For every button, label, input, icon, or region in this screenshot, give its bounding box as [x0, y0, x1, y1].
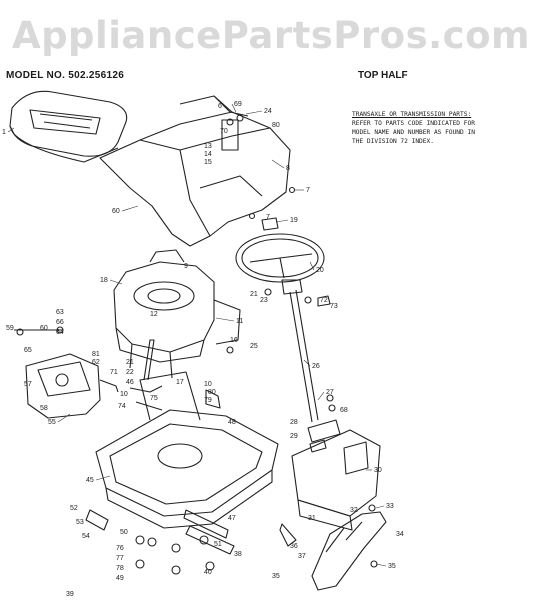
- callout: 16: [230, 337, 238, 344]
- callout: 6: [218, 103, 222, 110]
- model-number: MODEL NO. 502.256126: [6, 70, 125, 81]
- frame-part: [95, 371, 279, 529]
- fender-part: [99, 95, 291, 247]
- callout: 80: [272, 122, 280, 129]
- callout: 73: [330, 303, 338, 310]
- callout: 8: [286, 165, 290, 172]
- callout: 36: [290, 543, 298, 550]
- callout: 14: [204, 151, 212, 158]
- callout: 9: [184, 263, 188, 270]
- callout: 60: [112, 208, 120, 215]
- callout: 15: [204, 159, 212, 166]
- callout: 51: [214, 541, 222, 548]
- note-line: TRANSAXLE OR TRANSMISSION PARTS:: [352, 111, 472, 118]
- callout: 50: [120, 529, 128, 536]
- callout: 68: [340, 407, 348, 414]
- callout: 22: [126, 369, 134, 376]
- callout: 28: [290, 419, 298, 426]
- callout: 26: [312, 363, 320, 370]
- callout: 11: [236, 318, 243, 325]
- callout: 81: [92, 351, 100, 358]
- callout: 10: [204, 381, 212, 388]
- transaxle-note: TRANSAXLE OR TRANSMISSION PARTS: REFER T…: [352, 110, 542, 146]
- callout: 7: [306, 187, 310, 194]
- callout: 59: [6, 325, 14, 332]
- callout: 13: [204, 143, 212, 150]
- note-line: MODEL NAME AND NUMBER AS FOUND IN: [352, 129, 475, 136]
- callout: 34: [396, 531, 404, 538]
- callout: 76: [116, 545, 124, 552]
- callout: 23: [260, 297, 268, 304]
- leader-lines: [7, 103, 387, 567]
- callout: 40: [204, 569, 212, 576]
- callout-labels: 1 6 69 24 70 80 13 14 15 8 7 7 19 60 20 …: [2, 101, 404, 598]
- callout: 19: [290, 217, 298, 224]
- hardware-parts: [14, 114, 378, 575]
- console-part: [291, 419, 381, 531]
- callout: 78: [116, 565, 124, 572]
- callout: 54: [82, 533, 90, 540]
- callout: 32: [350, 507, 358, 514]
- callout: 66: [56, 319, 64, 326]
- callout: 7: [266, 214, 270, 221]
- callout: 57: [24, 381, 32, 388]
- callout: 48: [228, 419, 236, 426]
- seat-part: [9, 90, 128, 163]
- callout: 64: [56, 329, 64, 336]
- callout: 53: [76, 519, 84, 526]
- callout: 47: [228, 515, 236, 522]
- callout: 20: [316, 267, 324, 274]
- callout: 25: [250, 343, 258, 350]
- callout: 12: [150, 311, 158, 318]
- callout: 39: [66, 591, 74, 598]
- callout: 75: [150, 395, 158, 402]
- callout: 49: [116, 575, 124, 582]
- callout: 38: [234, 551, 242, 558]
- section-title: TOP HALF: [358, 70, 408, 81]
- callout: 37: [298, 553, 306, 560]
- callout: 63: [56, 309, 64, 316]
- callout: 31: [308, 515, 316, 522]
- callout: 24: [264, 108, 272, 115]
- callout: 72: [320, 297, 328, 304]
- steering-wheel-part: [235, 217, 325, 283]
- callout: 58: [40, 405, 48, 412]
- callout: 27: [326, 389, 334, 396]
- note-line: REFER TO PARTS CODE INDICATED FOR: [352, 120, 475, 127]
- callout: 62: [92, 359, 100, 366]
- callout: 18: [100, 277, 108, 284]
- callout: 69: [234, 101, 242, 108]
- engine-part: [113, 249, 241, 379]
- control-box-part: [25, 353, 101, 419]
- callout: 46: [126, 379, 134, 386]
- callout: 80: [208, 389, 216, 396]
- callout: 1: [2, 129, 6, 136]
- callout: 77: [116, 555, 124, 562]
- callout: 35: [272, 573, 280, 580]
- note-line: THE DIVISION 72 INDEX.: [352, 138, 434, 145]
- callout: 33: [386, 503, 394, 510]
- callout: 30: [374, 467, 382, 474]
- bumper-part: [311, 511, 387, 591]
- callout: 55: [48, 419, 56, 426]
- callout: 74: [118, 403, 126, 410]
- callout: 71: [110, 369, 118, 376]
- callout: 60: [40, 325, 48, 332]
- callout: 45: [86, 477, 94, 484]
- callout: 29: [290, 433, 298, 440]
- watermark-text: AppliancePartsPros.com: [11, 14, 531, 57]
- callout: 17: [176, 379, 184, 386]
- callout: 21: [126, 359, 134, 366]
- callout: 52: [70, 505, 78, 512]
- steering-shaft-part: [281, 279, 331, 423]
- callout: 79: [204, 397, 212, 404]
- callout: 70: [220, 128, 228, 135]
- callout: 21: [250, 291, 258, 298]
- callout: 35: [388, 563, 396, 570]
- callout: 65: [24, 347, 32, 354]
- callout: 10: [120, 391, 128, 398]
